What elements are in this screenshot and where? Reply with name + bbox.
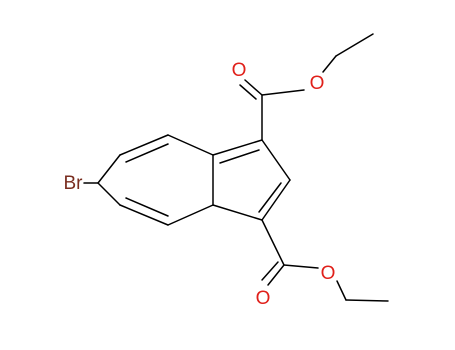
top-ester-group — [239, 33, 374, 141]
bond-ch2-to-ch3 — [335, 33, 374, 57]
bond-carbonyl-to-ester-o2 — [283, 264, 319, 269]
bond-carbonyl-double-b2 — [261, 261, 279, 281]
double-bond-c2-c3 — [258, 182, 282, 213]
bond-c6-c7b — [97, 154, 121, 184]
bond-c3-c3a — [212, 204, 263, 221]
bond-c5-c6 — [97, 182, 121, 206]
bond-carbonyl-double-b — [239, 84, 257, 100]
top-carbonyl-oxygen-label: O — [232, 60, 247, 81]
seven-membered-ring — [97, 134, 214, 226]
bond-ester-o-to-ch2-2 — [336, 280, 347, 301]
top-ester-oxygen-label: O — [310, 73, 325, 94]
double-bond-c6-c7 — [125, 143, 169, 163]
bottom-ester-group — [261, 219, 389, 302]
bond-carbonyl-double-a2 — [267, 264, 285, 286]
bond-ester-o-to-ch2 — [322, 55, 337, 73]
bond-c7-c8 — [167, 134, 214, 156]
double-bond-c8a-c1 — [219, 149, 260, 164]
bond-carbonyl-to-ester-o — [261, 89, 305, 96]
bond-c6-c7 — [119, 134, 169, 156]
bottom-ester-oxygen-label: O — [321, 263, 336, 284]
bond-c1-c2 — [261, 139, 291, 181]
bond-c3a-c4 — [167, 204, 214, 226]
five-membered-ring — [212, 139, 291, 221]
bond-carbonyl-double-a — [244, 79, 263, 96]
bond-c8a-c1 — [212, 139, 263, 156]
bond-c4-c5 — [119, 204, 169, 226]
bond-ch2-to-ch3-2 — [345, 299, 389, 302]
double-bond-c4-c5 — [125, 197, 169, 217]
bond-c3-carbonyl-carbon — [261, 219, 285, 266]
bottom-carbonyl-oxygen-label: O — [256, 288, 271, 309]
bromine-atom-label: Br — [64, 173, 84, 194]
bond-c2-c3 — [261, 179, 291, 221]
